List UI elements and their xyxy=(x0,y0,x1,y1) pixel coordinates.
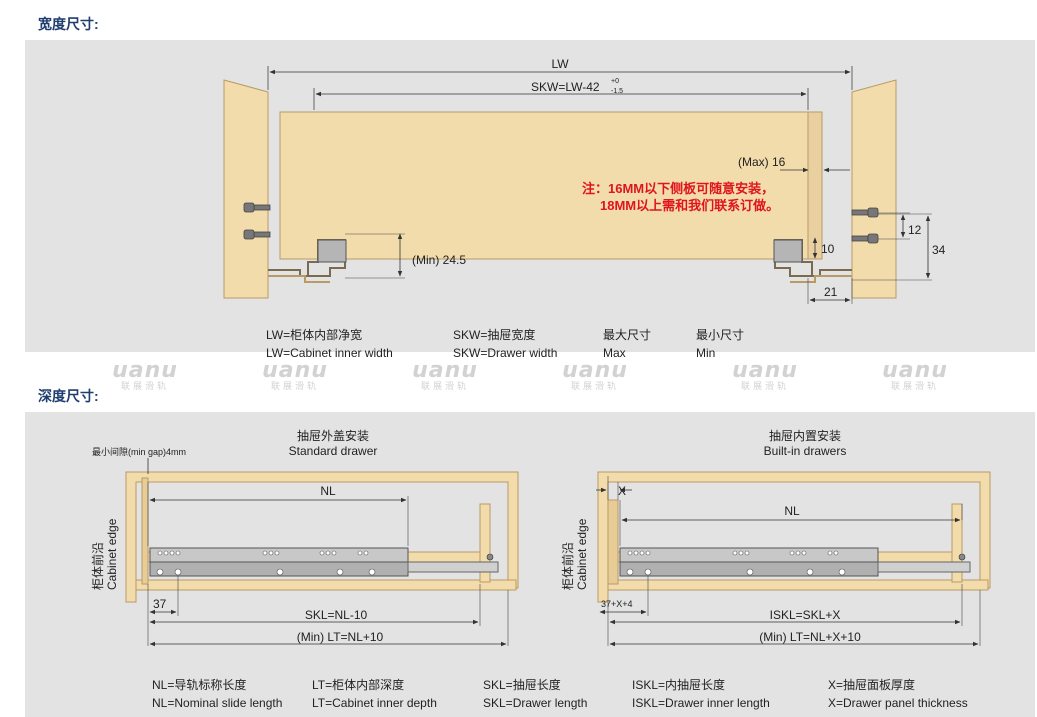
tolerance-minus: -1.5 xyxy=(611,88,623,95)
lt-label: (Min) LT=NL+10 xyxy=(297,630,384,644)
cabinet-edge-zh: 柜体前沿 xyxy=(90,542,105,590)
screw-icon xyxy=(243,202,271,240)
drawer-front xyxy=(141,477,149,585)
right-cabinet-side xyxy=(851,79,897,299)
drawer-front xyxy=(607,499,619,585)
watermark-logo: uanu xyxy=(732,358,798,383)
x-label: X xyxy=(618,484,626,498)
dim-21-label: 21 xyxy=(824,285,838,299)
slide-rail xyxy=(619,547,879,563)
watermark-logo: uanu xyxy=(412,358,478,383)
cabinet-frame xyxy=(597,471,991,603)
depth-diagram-standard xyxy=(125,458,519,647)
depth-section-title: 深度尺寸: xyxy=(38,388,99,404)
note-line-1: 注：16MM以下侧板可随意安装， xyxy=(582,181,774,196)
builtin-title-en: Built-in drawers xyxy=(764,444,847,458)
legend-lt: LT=柜体内部深度 LT=Cabinet inner depth xyxy=(312,678,437,710)
skl-label: SKL=NL-10 xyxy=(305,608,368,622)
lt-label: (Min) LT=NL+X+10 xyxy=(759,630,861,644)
cabinet-edge-zh: 柜体前沿 xyxy=(560,542,575,590)
legend-iskl: ISKL=内抽屉长度 ISKL=Drawer inner length xyxy=(632,678,770,710)
iskl-label: ISKL=SKL+X xyxy=(770,608,841,622)
nl-label: NL xyxy=(784,504,800,518)
width-diagram xyxy=(223,66,932,304)
dim-34-label: 34 xyxy=(932,243,946,257)
dim-37x4-label: 37+X+4 xyxy=(601,599,633,609)
note-line-2: 18MM以上需和我们联系订做。 xyxy=(600,198,779,213)
dim-37-label: 37 xyxy=(153,597,167,611)
lw-label: LW xyxy=(551,57,569,71)
max16-label: (Max) 16 xyxy=(738,155,786,169)
cabinet-frame xyxy=(125,471,519,603)
legend-skw: SKW=抽屉宽度 SKW=Drawer width xyxy=(453,328,558,360)
legend-nl: NL=导轨标称长度 NL=Nominal slide length xyxy=(152,678,283,710)
drawer-box xyxy=(279,111,809,260)
dimension-labels: LW SKW=LW-42 +0 -1.5 (Max) 16 (Min) 24.5… xyxy=(90,57,946,644)
watermark-logo: uanu xyxy=(562,358,628,383)
legend-lw: LW=柜体内部净宽 LW=Cabinet inner width xyxy=(266,328,393,360)
legend-skl: SKL=抽屉长度 SKL=Drawer length xyxy=(483,678,588,710)
nl-label: NL xyxy=(320,484,336,498)
right-slide-rail xyxy=(774,239,852,277)
dim-12-label: 12 xyxy=(908,223,922,237)
legend-x: X=抽屉面板厚度 X=Drawer panel thickness xyxy=(828,678,968,710)
left-slide-rail xyxy=(268,239,346,277)
width-section-title: 宽度尺寸: xyxy=(38,16,99,32)
watermark-logo: uanu xyxy=(112,358,178,383)
standard-title-en: Standard drawer xyxy=(289,444,378,458)
legend-min: 最小尺寸 Min xyxy=(696,328,745,360)
min245-label: (Min) 24.5 xyxy=(412,253,466,267)
watermark-logo: uanu xyxy=(262,358,328,383)
watermark-logo: uanu xyxy=(882,358,948,383)
skw-label: SKW=LW-42 xyxy=(531,80,600,94)
legend-max: 最大尺寸 Max xyxy=(603,328,652,360)
screw-icon xyxy=(851,207,879,244)
tolerance-plus: +0 xyxy=(611,78,619,85)
builtin-title-zh: 抽屉内置安装 xyxy=(769,428,841,443)
depth-diagram-builtin xyxy=(596,471,991,647)
min-gap-label: 最小间隙(min gap)4mm xyxy=(92,446,186,457)
slide-rail xyxy=(149,547,409,563)
drawer-side-panel xyxy=(807,111,823,260)
dim-10-label: 10 xyxy=(821,242,835,256)
cabinet-edge-en: Cabinet edge xyxy=(105,518,119,590)
left-cabinet-side xyxy=(223,79,269,299)
standard-title-zh: 抽屉外盖安装 xyxy=(297,428,369,443)
cabinet-edge-en: Cabinet edge xyxy=(575,518,589,590)
